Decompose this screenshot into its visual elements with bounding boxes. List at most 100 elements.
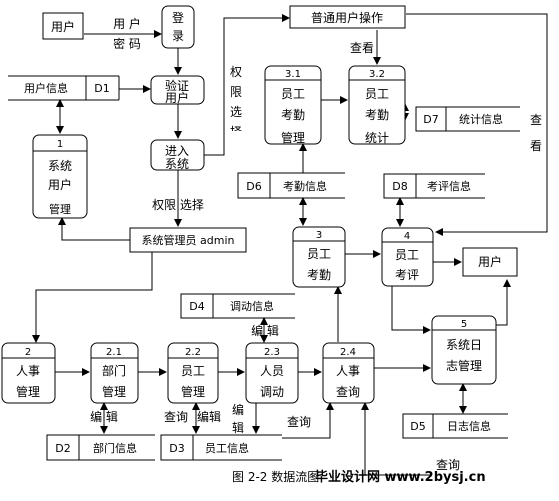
svg-text:D5: D5 [410, 420, 425, 433]
svg-text:部门: 部门 [102, 363, 126, 378]
process-enter-system: 进入 系统 [150, 139, 205, 171]
svg-text:1: 1 [57, 139, 63, 150]
svg-text:用户信息: 用户信息 [24, 81, 68, 95]
process-2-1-department-management: 2.1 部门 管理 [90, 342, 139, 404]
svg-text:登: 登 [172, 10, 184, 25]
svg-text:员工: 员工 [395, 248, 419, 262]
svg-text:部门信息: 部门信息 [93, 441, 137, 455]
store-d2-department-info: D2 部门信息 [46, 434, 155, 461]
svg-text:D7: D7 [423, 113, 438, 126]
svg-text:D3: D3 [169, 442, 184, 455]
store-d3-employee-info: D3 员工信息 [160, 434, 282, 461]
process-verify-user: 验证 用户 [150, 75, 205, 105]
svg-text:调动信息: 调动信息 [230, 299, 274, 313]
label-edit-d4: 编 辑 [251, 323, 279, 338]
label-view-right-1: 查 [530, 113, 542, 127]
svg-text:统计: 统计 [365, 131, 389, 145]
process-2-3-personnel-transfer: 2.3 人员 调动 [245, 342, 299, 404]
process-3-2-attendance-statistics: 3.2 员工 考勤 统计 [348, 65, 406, 145]
svg-text:考评: 考评 [395, 268, 419, 282]
svg-text:2.3: 2.3 [264, 347, 280, 358]
label-query-mid: 查询 [287, 415, 311, 429]
svg-text:验证: 验证 [165, 78, 189, 93]
svg-text:2.1: 2.1 [106, 347, 122, 358]
svg-text:管理: 管理 [102, 384, 126, 399]
svg-text:人事: 人事 [16, 364, 40, 378]
label-edit-vertical-1: 编 [232, 402, 244, 417]
svg-text:员工: 员工 [365, 87, 389, 101]
svg-text:3.1: 3.1 [285, 69, 301, 80]
svg-text:D6: D6 [246, 180, 261, 193]
svg-text:进入: 进入 [165, 144, 189, 158]
svg-text:2: 2 [25, 347, 31, 358]
svg-text:人员: 人员 [260, 364, 284, 378]
store-d8-evaluation-info: D8 考评信息 [383, 173, 485, 199]
label-query-d3: 查询 [164, 410, 188, 424]
svg-text:考勤: 考勤 [281, 108, 305, 122]
svg-text:员工: 员工 [181, 364, 205, 378]
svg-text:用户: 用户 [478, 254, 502, 269]
label-permission-3: 选 [230, 105, 242, 119]
label-password: 密 码 [113, 36, 141, 51]
svg-text:D1: D1 [94, 82, 109, 95]
svg-text:系统日: 系统日 [446, 338, 482, 352]
store-d5-log-info: D5 日志信息 [402, 413, 508, 439]
label-query-bottom: 查询 [436, 458, 460, 472]
process-login: 登 录 [161, 5, 195, 49]
process-5-system-log-management: 5 系统日 志管理 [431, 315, 497, 385]
svg-text:3.2: 3.2 [369, 69, 385, 80]
store-d6-attendance-info: D6 考勤信息 [237, 172, 345, 199]
svg-text:D2: D2 [55, 442, 70, 455]
label-username: 用 户 [113, 16, 141, 31]
svg-text:普通用户操作: 普通用户操作 [311, 10, 383, 25]
entity-system-admin: 系统管理员 admin [129, 227, 247, 253]
svg-text:用户: 用户 [51, 19, 75, 34]
svg-text:录: 录 [172, 29, 184, 43]
svg-text:考勤信息: 考勤信息 [283, 179, 327, 193]
svg-text:系统: 系统 [165, 157, 189, 171]
svg-text:员工信息: 员工信息 [205, 441, 249, 455]
svg-text:查询: 查询 [336, 385, 360, 399]
svg-text:5: 5 [461, 319, 467, 330]
svg-text:日志信息: 日志信息 [447, 419, 491, 433]
label-permission-4: 择 [230, 125, 242, 139]
svg-text:3: 3 [316, 230, 322, 241]
process-4-employee-evaluation: 4 员工 考评 [381, 227, 434, 287]
label-permission-2: 限 [230, 85, 242, 99]
svg-text:员工: 员工 [281, 87, 305, 101]
label-permission-select: 权限 选择 [152, 198, 204, 212]
label-edit-vertical-2: 辑 [232, 421, 244, 435]
svg-text:2.4: 2.4 [340, 347, 356, 358]
svg-text:D8: D8 [392, 180, 407, 193]
process-1-system-user-management: 1 系统 用户 管理 [32, 134, 88, 219]
label-view: 查看 [350, 41, 374, 55]
svg-text:管理: 管理 [49, 202, 71, 216]
entity-user-right: 用户 [462, 247, 518, 277]
svg-text:志管理: 志管理 [446, 358, 482, 373]
store-d7-statistics-info: D7 统计信息 [415, 106, 520, 132]
svg-text:用户: 用户 [165, 90, 189, 105]
figure-caption: 图 2-2 数据流图 [232, 469, 319, 484]
process-3-1-attendance-management: 3.1 员工 考勤 管理 [264, 65, 322, 145]
svg-text:员工: 员工 [307, 247, 331, 261]
store-d4-transfer-info: D4 调动信息 [180, 293, 295, 319]
svg-text:D4: D4 [189, 300, 204, 313]
process-2-personnel-management: 2 人事 管理 [1, 342, 56, 404]
svg-text:系统: 系统 [48, 159, 72, 173]
svg-text:考勤: 考勤 [307, 268, 331, 282]
svg-text:统计信息: 统计信息 [459, 112, 503, 126]
process-2-2-employee-management: 2.2 员工 管理 [167, 342, 219, 404]
entity-user-top: 用户 [42, 12, 84, 40]
watermark: 毕业设计网 www.2bysj.cn [315, 469, 486, 485]
svg-text:管理: 管理 [181, 384, 205, 399]
flow-labels: 用 户 密 码 权 限 选 择 查看 查 看 权限 选择 编 辑 编 辑 查询 … [90, 16, 542, 472]
svg-text:管理: 管理 [281, 130, 305, 145]
label-permission-1: 权 [230, 65, 242, 79]
svg-text:用户: 用户 [48, 177, 72, 192]
process-2-4-personnel-query: 2.4 人事 查询 [322, 342, 375, 404]
process-3-employee-attendance: 3 员工 考勤 [292, 226, 346, 288]
label-edit-d2: 编 辑 [90, 409, 118, 424]
entity-normal-user-operation: 普通用户操作 [289, 5, 406, 29]
svg-text:人事: 人事 [336, 364, 360, 378]
